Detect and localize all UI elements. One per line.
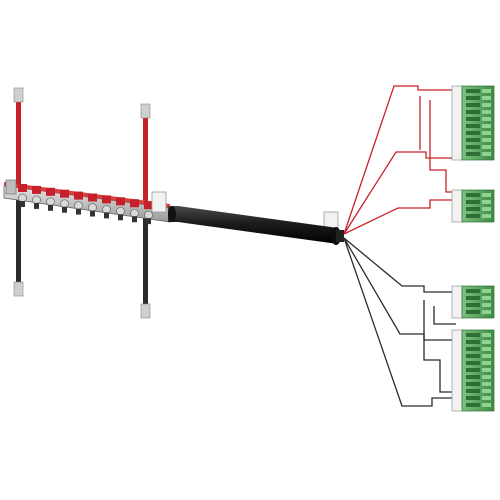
cable-sleeve bbox=[168, 206, 344, 245]
busbar-terminal bbox=[60, 189, 69, 213]
plug-connector bbox=[451, 285, 495, 319]
plug-connector bbox=[451, 189, 495, 223]
lead-ferrule-top-right bbox=[140, 103, 151, 119]
busbar bbox=[3, 179, 171, 223]
lead-ferrule-top-left bbox=[13, 87, 24, 103]
lead-ferrule-bottom-right bbox=[140, 303, 151, 319]
black-wires bbox=[343, 237, 460, 407]
black-lead-right bbox=[143, 218, 148, 310]
red-lead-left bbox=[16, 96, 21, 188]
red-wires bbox=[343, 85, 460, 235]
busbar-terminal bbox=[74, 191, 83, 215]
busbar-terminal bbox=[32, 185, 41, 209]
lead-ferrule-bottom-left bbox=[13, 281, 24, 297]
busbar-terminal bbox=[88, 193, 97, 217]
busbar-terminal bbox=[18, 184, 27, 207]
plug-connectors bbox=[451, 85, 495, 412]
vertical-leads bbox=[13, 87, 151, 319]
busbar-terminal bbox=[116, 197, 125, 221]
busbar-terminal bbox=[102, 195, 111, 219]
busbar-terminal bbox=[144, 201, 153, 225]
black-lead-left bbox=[16, 196, 21, 282]
red-lead-right bbox=[143, 114, 148, 210]
plug-connector bbox=[451, 85, 495, 161]
busbar-terminal bbox=[130, 199, 139, 223]
mounting-bracket-left bbox=[151, 191, 167, 213]
busbar-terminals bbox=[18, 184, 153, 225]
busbar-terminal bbox=[46, 187, 55, 211]
plug-connector bbox=[451, 329, 495, 412]
